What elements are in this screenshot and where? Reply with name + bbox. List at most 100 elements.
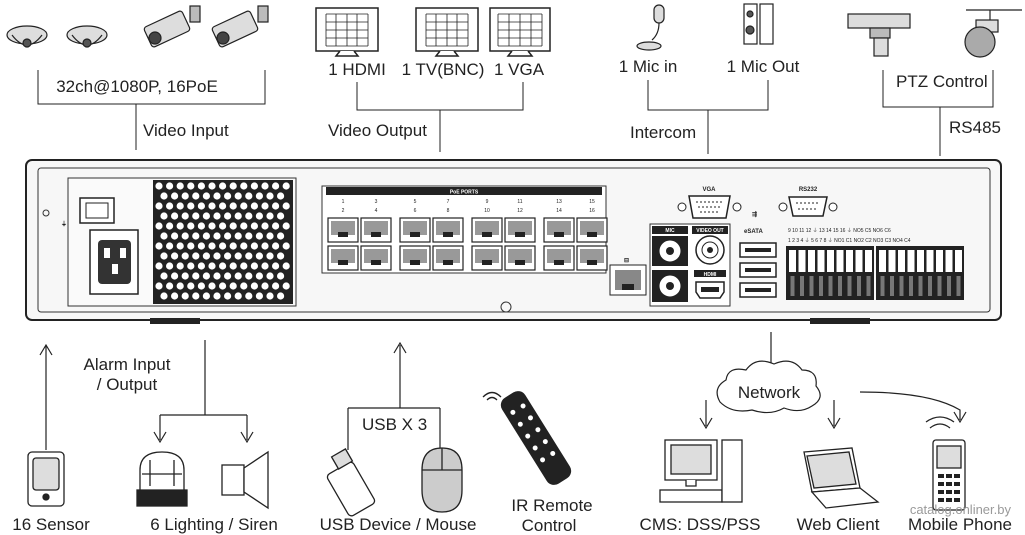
fan-hole [224, 192, 232, 200]
rs485-label: RS485 [949, 118, 1001, 137]
fan-hole [255, 292, 263, 300]
terminal-slot [880, 276, 885, 296]
fan-hole [234, 292, 242, 300]
web-client-label: Web Client [796, 515, 880, 534]
fan-hole [224, 292, 232, 300]
fan-hole [282, 262, 290, 270]
terminal-slot [890, 276, 894, 296]
fan-hole [282, 222, 290, 230]
fan-hole [219, 222, 227, 230]
fan-hole [166, 262, 174, 270]
terminal-screw [955, 250, 962, 272]
fan-hole [224, 232, 232, 240]
fan-hole [250, 282, 258, 290]
fan-hole [219, 202, 227, 210]
fan-hole [176, 202, 184, 210]
desktop-computer-icon [659, 439, 743, 503]
ir-remote-label-line2: Control [521, 516, 577, 535]
fan-hole [181, 192, 189, 200]
usb-port[interactable] [739, 242, 777, 258]
monitor-icon [315, 7, 379, 57]
bnc-video-out[interactable] [695, 235, 725, 265]
fan-hole [229, 262, 237, 270]
terminal-screw [865, 250, 872, 272]
fan-hole [240, 262, 248, 270]
esata-port[interactable] [739, 282, 777, 298]
mic-in-jack[interactable] [652, 236, 688, 266]
usb-bracket [347, 341, 441, 450]
fan-hole [160, 192, 168, 200]
terminal-screw [907, 250, 915, 272]
network-cloud-icon [716, 360, 821, 414]
poe-port-latch [515, 260, 525, 265]
fan-hole [192, 292, 200, 300]
vga-port[interactable] [677, 195, 742, 219]
ptz-bracket [882, 70, 994, 156]
fan-hole [213, 232, 221, 240]
fan-hole [176, 242, 184, 250]
fan-hole [160, 292, 168, 300]
fan-hole [245, 192, 253, 200]
poe-port-jack [403, 249, 427, 263]
fan-hole [171, 232, 179, 240]
rs232-port[interactable] [778, 196, 838, 217]
terminal-screw [898, 250, 905, 272]
sensor-label: 16 Sensor [12, 515, 90, 534]
poe-port-number: 10 [484, 208, 490, 214]
fan-hole [187, 222, 195, 230]
fan-hole [266, 272, 274, 280]
hdmi-port[interactable] [695, 281, 725, 299]
fan-hole [272, 242, 280, 250]
poe-port-latch [515, 232, 525, 237]
fan-hole [187, 182, 195, 190]
poe-ports-title: PoE PORTS [450, 190, 479, 196]
fan-hole [245, 252, 253, 260]
fan-hole [245, 292, 253, 300]
poe-port-number: 3 [375, 199, 378, 205]
fan-hole [266, 252, 274, 260]
terminal-slot [790, 276, 795, 296]
fan-hole [255, 232, 263, 240]
power-switch[interactable] [79, 197, 115, 224]
fan-hole [160, 252, 168, 260]
fan-hole [171, 272, 179, 280]
poe-port-latch [443, 260, 453, 265]
terminal-slot [956, 276, 961, 296]
fan-hole [171, 292, 179, 300]
fan-hole [219, 242, 227, 250]
lan-port[interactable]: ⊟ [609, 258, 647, 296]
fan-hole [213, 252, 221, 260]
poe-port-jack [475, 249, 499, 263]
poe-port-number: 11 [517, 199, 522, 205]
output-hdmi-label: 1 HDMI [328, 60, 386, 79]
terminal-slot [866, 276, 871, 296]
terminal-screw [888, 250, 896, 272]
fan-hole [255, 252, 263, 260]
fan-hole [181, 272, 189, 280]
rs232-label: RS232 [799, 187, 818, 193]
fan-hole [272, 262, 280, 270]
video-out-label: VIDEO OUT [696, 228, 724, 234]
mic-out-jack[interactable] [652, 270, 688, 302]
fan-hole [277, 212, 285, 220]
fan-hole [181, 292, 189, 300]
usb-port[interactable] [739, 262, 777, 278]
fan-hole [202, 212, 210, 220]
fan-hole [272, 222, 280, 230]
terminal-slot [847, 276, 852, 296]
poe-port-jack [475, 221, 499, 235]
poe-port-number: 4 [375, 208, 378, 214]
alarm-terminal-block[interactable] [786, 246, 964, 300]
poe-port-jack [331, 249, 355, 263]
mobile-phone-label: Mobile Phone [908, 515, 1012, 534]
poe-port-latch [554, 232, 564, 237]
poe-port-latch [443, 232, 453, 237]
speed-dome-icon [964, 9, 1022, 58]
poe-port-latch [410, 232, 420, 237]
fan-hole [261, 202, 269, 210]
poe-port-jack [436, 221, 460, 235]
fan-hole [213, 272, 221, 280]
poe-port-jack [331, 221, 355, 235]
esata-label: eSATA [744, 229, 763, 235]
